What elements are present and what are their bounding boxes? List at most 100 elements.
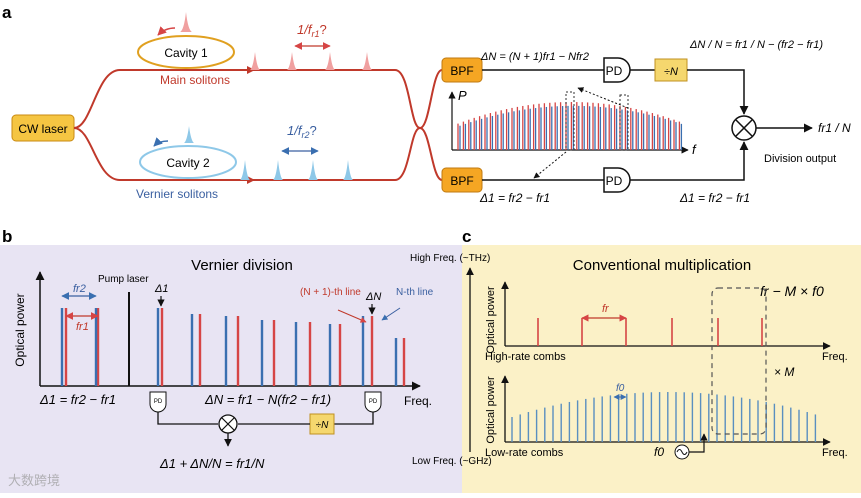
spectrum-f-label: f [692, 142, 697, 157]
filter-pointer-top [577, 87, 629, 109]
delta-1-equation-right: Δ1 = fr2 − fr1 [679, 191, 750, 205]
pd-bottom-symbol [603, 167, 631, 193]
filter-box-top [565, 91, 575, 151]
b-pd-right-label: PD [369, 399, 378, 405]
vernier-soliton-pulse [273, 160, 283, 180]
b-x-label: Freq. [404, 394, 432, 408]
b-fr2-label: fr2 [73, 283, 86, 295]
c-top-y-label: Optical power [485, 286, 497, 354]
cavity2-ring [139, 145, 237, 179]
main-soliton-pulses [250, 52, 372, 70]
panel-a: a CW laser Cavity 1 Main solitons 1/fr1?… [2, 3, 851, 205]
delta-n-equation: ΔN = (N + 1)fr1 − Nfr2 [480, 51, 589, 63]
panel-b-title: Vernier division [191, 257, 293, 274]
vernier-soliton-pulse [343, 160, 353, 180]
high-rate-comb-lines [537, 318, 763, 346]
cavity1-rotation-arrow [157, 26, 176, 36]
main-soliton-pulse [287, 52, 297, 70]
split-bottom [419, 127, 443, 181]
c-high-freq: High Freq. (~THz) [410, 253, 490, 264]
vernier-soliton-pulse [308, 160, 318, 180]
b-eq-bottom: Δ1 + ΔN/N = fr1/N [159, 456, 265, 471]
division-output-label: Division output [764, 153, 836, 165]
c-top-x-label: Freq. [822, 351, 848, 363]
vernier-solitons-label: Vernier solitons [136, 187, 218, 201]
c-low-freq: Low Freq. (~GHz) [412, 456, 492, 467]
path-arrow-bottom [247, 176, 255, 184]
b-wire-right [334, 412, 374, 425]
vernier-soliton-pulse [240, 160, 250, 180]
period1-label: 1/fr1? [297, 22, 327, 39]
cavity2-pulse [184, 126, 194, 143]
main-solitons-label: Main solitons [160, 73, 230, 87]
pd-mixer-line [630, 141, 749, 181]
b-deltan-label: ΔN [365, 291, 381, 303]
cavity1-label: Cavity 1 [164, 46, 208, 60]
b-pd-right [364, 391, 382, 413]
pd-top-label: PD [606, 64, 623, 78]
b-pd-left-label: PD [154, 399, 163, 405]
c-bottom-y-label: Optical power [485, 376, 497, 444]
c-fr-label: fr [602, 303, 610, 315]
c-f0-source-wave [676, 449, 688, 455]
spectrum-lines [457, 102, 683, 150]
b-eq-right: ΔN = fr1 − N(fr2 − fr1) [204, 392, 331, 407]
pd-bottom-label: PD [606, 174, 623, 188]
panel-b-label: b [2, 227, 12, 246]
vernier-soliton-pulses [240, 160, 353, 180]
vernier-comb-lines [60, 308, 406, 386]
b-wire-left [157, 412, 218, 425]
b-eq-left: Δ1 = fr2 − fr1 [39, 392, 116, 407]
cw-laser-label: CW laser [18, 122, 67, 136]
watermark: 大数跨境 [8, 473, 60, 488]
main-soliton-pulse [362, 52, 372, 70]
split-top [419, 69, 443, 129]
vernier-path [73, 127, 421, 181]
spectrum-p-label: P [458, 88, 467, 103]
c-high-rate-label: High-rate combs [485, 351, 566, 363]
panel-c-title: Conventional multiplication [573, 257, 751, 274]
panel-c: c Conventional multiplication High Freq.… [410, 227, 861, 493]
cavity1-ring [137, 35, 235, 69]
b-mixer-cross-b [221, 417, 235, 431]
main-soliton-pulse [250, 52, 260, 70]
b-divider-label: ÷N [316, 420, 329, 431]
c-bottom-x-label: Freq. [822, 447, 848, 459]
ratio-equation: ΔN / N = fr1 / N − (fr2 − fr1) [689, 39, 823, 51]
b-n-line-label: N-th line [396, 287, 434, 298]
filter-box-bottom [619, 94, 629, 151]
pump-laser-label: Pump laser [98, 274, 149, 285]
c-f0-source-label: f0 [654, 445, 664, 459]
period2-label: 1/fr2? [287, 123, 317, 140]
panel-b: b Vernier division Optical power Freq. P… [0, 227, 462, 493]
div-mixer-line [687, 69, 749, 115]
main-path [73, 69, 421, 129]
cavity2-rotation-arrow [153, 137, 169, 147]
b-n-pointer [381, 307, 401, 321]
bpf-top-label: BPF [450, 64, 473, 78]
divider-label: ÷N [664, 66, 678, 78]
b-pd-left [149, 391, 167, 413]
panel-b-background [0, 245, 462, 493]
cavity1-pulse [180, 12, 192, 32]
b-n1-line-label: (N + 1)-th line [300, 287, 361, 298]
panel-c-label: c [462, 227, 471, 246]
bpf-bottom-label: BPF [450, 174, 473, 188]
pd-top-symbol [603, 57, 631, 83]
b-fr1-label: fr1 [76, 321, 89, 333]
cavity2-label: Cavity 2 [166, 156, 210, 170]
c-selection-box [711, 287, 767, 435]
main-soliton-pulse [325, 52, 335, 70]
b-y-label: Optical power [13, 293, 27, 366]
panel-c-background [462, 245, 861, 493]
c-f0-source-wire [689, 433, 708, 453]
c-low-rate-label: Low-rate combs [485, 447, 564, 459]
output-equation: fr1 / N [818, 121, 851, 135]
panel-a-label: a [2, 3, 12, 22]
filter-pointer-bottom [533, 151, 567, 179]
b-n1-pointer [337, 309, 367, 323]
mixer-cross-b [735, 119, 753, 137]
b-delta1-label: Δ1 [154, 283, 169, 295]
